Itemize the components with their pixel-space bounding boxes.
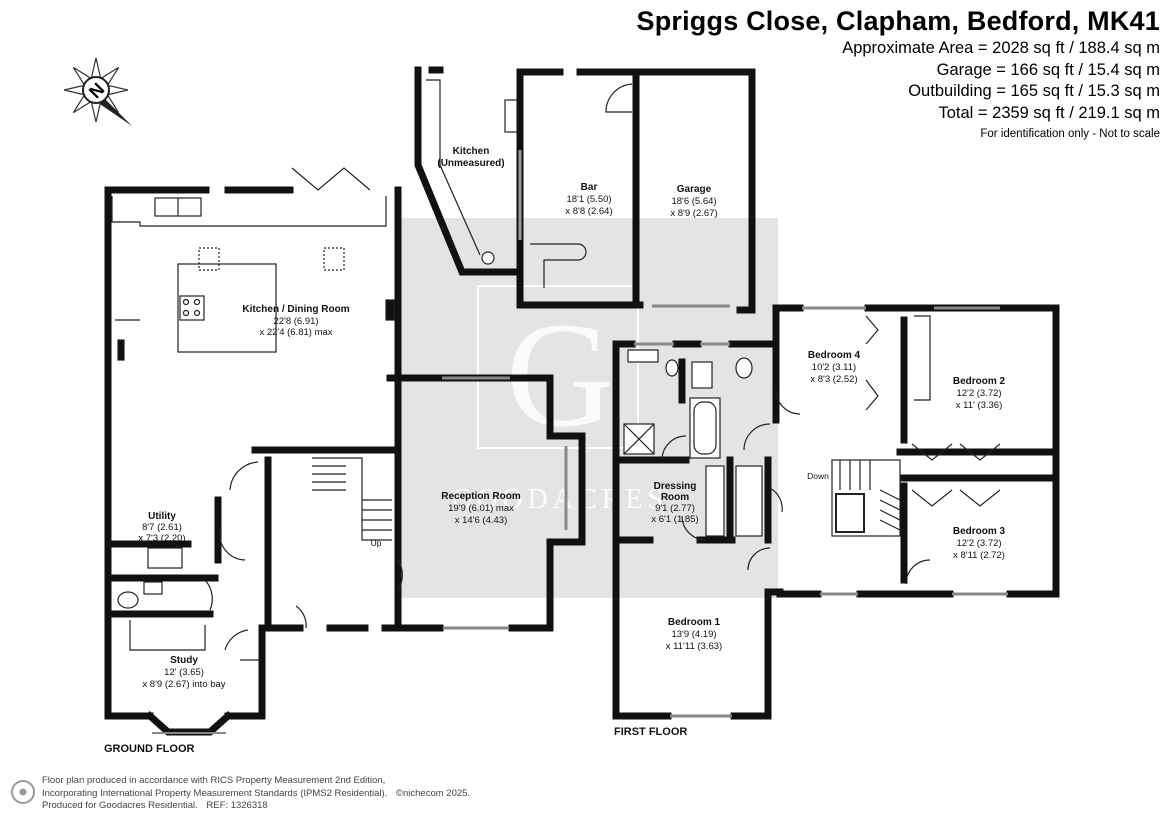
reception-dim2: x 14'6 (4.43) xyxy=(455,515,508,526)
bar-name: Bar xyxy=(581,182,598,193)
watermark-text: GOODACRES xyxy=(452,484,668,515)
reception-dim1: 19'9 (6.01) max xyxy=(448,503,514,514)
bedroom1-name: Bedroom 1 xyxy=(668,617,721,628)
bedroom2-dim1: 12'2 (3.72) xyxy=(956,388,1001,399)
study-name: Study xyxy=(170,655,198,666)
first-floor-label: FIRST FLOOR xyxy=(614,726,687,738)
utility-dim1: 8'7 (2.61) xyxy=(142,522,182,533)
floor-labels: GROUND FLOOR FIRST FLOOR xyxy=(104,726,687,755)
total-area: Total = 2359 sq ft / 219.1 sq m xyxy=(938,103,1160,122)
outbuilding-details xyxy=(426,79,730,308)
utility-name: Utility xyxy=(148,511,176,522)
footer-ref: REF: 1326318 xyxy=(206,800,268,811)
footer-copyright: ©nichecom 2025. xyxy=(395,787,471,799)
garage-name: Garage xyxy=(677,184,712,195)
approximate-area: Approximate Area = 2028 sq ft / 188.4 sq… xyxy=(842,39,1160,57)
ground-floor-label: GROUND FLOOR xyxy=(104,743,194,755)
footer-line2: Incorporating International Property Mea… xyxy=(42,787,388,799)
bedroom4-name: Bedroom 4 xyxy=(808,350,861,361)
first-floor-details xyxy=(623,306,1008,718)
garage-area: Garage = 166 sq ft / 15.4 sq m xyxy=(936,60,1160,79)
footer: Floor plan produced in accordance with R… xyxy=(42,775,470,813)
bedroom3-dim1: 12'2 (3.72) xyxy=(956,538,1001,549)
bar-dim2: x 8'8 (2.64) xyxy=(565,206,612,217)
stairs-down-label: Down xyxy=(807,471,829,481)
bedroom1-dim1: 13'9 (4.19) xyxy=(671,629,716,640)
study-dim2: x 8'9 (2.67) into bay xyxy=(142,679,225,690)
room-labels: Kitchen / Dining Room 22'8 (6.91) x 22'4… xyxy=(138,146,1005,690)
kitchen-dining-name: Kitchen / Dining Room xyxy=(242,304,349,315)
bedroom3-dim2: x 8'11 (2.72) xyxy=(953,550,1005,561)
outbuilding-area: Outbuilding = 165 sq ft / 15.3 sq m xyxy=(908,82,1160,100)
bedroom1-dim2: x 11'11 (3.63) xyxy=(666,641,722,652)
dressing-dim1: 9'1 (2.77) xyxy=(655,503,695,514)
dressing-name: Dressing xyxy=(654,481,697,492)
outbuilding-kitchen-name: Kitchen xyxy=(453,146,490,157)
footer-line2-row: Incorporating International Property Mea… xyxy=(42,788,470,801)
reception-name: Reception Room xyxy=(441,491,521,502)
dressing-name2: Room xyxy=(661,492,689,503)
garage-dim2: x 8'9 (2.67) xyxy=(670,208,717,219)
compass: N xyxy=(63,57,132,126)
dressing-dim2: x 6'1 (1.85) xyxy=(651,514,698,525)
footer-line3-row: Produced for Goodacres Residential. REF:… xyxy=(42,800,470,813)
outbuilding-kitchen-dim1: (Unmeasured) xyxy=(437,158,504,169)
header: Spriggs Close, Clapham, Bedford, MK41 Ap… xyxy=(637,4,1161,143)
garage-dim1: 18'6 (5.64) xyxy=(671,196,716,207)
nichecom-logo-icon xyxy=(11,780,35,804)
bedroom2-name: Bedroom 2 xyxy=(953,376,1006,387)
footer-line1: Floor plan produced in accordance with R… xyxy=(42,775,386,786)
bedroom3-name: Bedroom 3 xyxy=(953,526,1006,537)
study-dim1: 12' (3.65) xyxy=(164,667,204,678)
utility-dim2: x 7'3 (2.20) xyxy=(138,533,185,544)
footer-line3: Produced for Goodacres Residential. xyxy=(42,800,198,811)
kitchen-dining-dim1: 22'8 (6.91) xyxy=(273,316,318,327)
first-floor-walls xyxy=(612,304,1060,720)
bedroom4-dim2: x 8'3 (2.52) xyxy=(810,374,857,385)
kitchen-dining-dim2: x 22'4 (6.81) max xyxy=(259,327,332,338)
bedroom2-dim2: x 11' (3.36) xyxy=(956,400,1003,411)
bar-dim1: 18'1 (5.50) xyxy=(566,194,611,205)
ground-floor-details xyxy=(111,167,568,734)
stairs-up-label: Up xyxy=(371,538,382,548)
disclaimer: For identification only - Not to scale xyxy=(980,128,1160,140)
bedroom4-dim1: 10'2 (3.11) xyxy=(812,362,856,373)
property-address: Spriggs Close, Clapham, Bedford, MK41 xyxy=(636,6,1160,36)
